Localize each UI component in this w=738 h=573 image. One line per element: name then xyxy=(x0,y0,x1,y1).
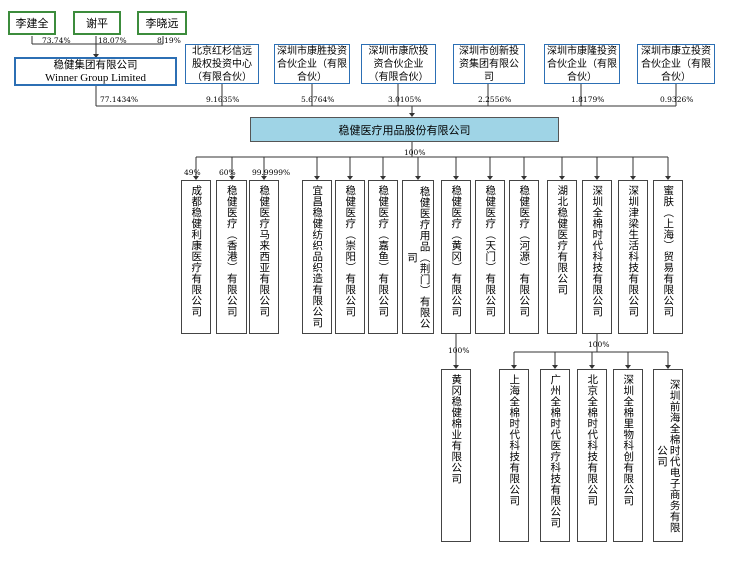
subsidiary-jingmen: 稳健医疗用品（荆门）有限公司 xyxy=(402,180,434,334)
main-company-name: 稳健医疗用品股份有限公司 xyxy=(338,123,471,137)
winner-group-box: 稳健集团有限公司 Winner Group Limited xyxy=(14,57,177,86)
subsidiary-hongkong: 稳健医疗（香港）有限公司 xyxy=(216,180,247,334)
subsidiary-quanmian: 深圳全棉时代科技有限公司 xyxy=(582,180,612,334)
shareholder-kangsheng: 深圳市康胜投资合伙企业（有限合伙） xyxy=(274,44,350,84)
pct-xie-ping: 18.07% xyxy=(98,36,127,45)
pct-hongkong: 60% xyxy=(219,168,236,177)
person-name: 李建全 xyxy=(15,17,49,30)
shareholder-hongshan: 北京红杉信远股权投资中心（有限合伙） xyxy=(185,44,259,84)
pct-winner-group: 77.1434% xyxy=(100,95,139,104)
pct-li-xiaoyuan: 8.19% xyxy=(157,36,181,45)
subsidiary-chongyang: 稳健医疗（崇阳）有限公司 xyxy=(335,180,365,334)
pct-chuangxin: 2.2556% xyxy=(478,95,512,104)
subsidiary-hubei: 湖北稳健医疗有限公司 xyxy=(547,180,577,334)
subsidiary-qianhai-ecommerce: 深圳前海全棉时代电子商务有限公司 xyxy=(653,369,683,542)
person-name: 谢平 xyxy=(86,17,108,30)
subsidiary-tianmen: 稳健医疗（天门）有限公司 xyxy=(475,180,505,334)
pct-huanggang-child: 100% xyxy=(448,346,470,355)
subsidiary-chengdu: 成都稳健利康医疗有限公司 xyxy=(181,180,211,334)
shareholder-kanglong: 深圳市康隆投资合伙企业（有限合伙） xyxy=(544,44,620,84)
pct-quanmian-children: 100% xyxy=(588,340,610,349)
person-li-jianquan: 李建全 xyxy=(8,11,56,35)
subsidiary-mifu: 蜜肤（上海）贸易有限公司 xyxy=(653,180,683,334)
subsidiary-huanggang: 稳健医疗（黄冈）有限公司 xyxy=(441,180,471,334)
winner-group-en: Winner Group Limited xyxy=(45,71,146,84)
pct-kangsheng: 5.6764% xyxy=(301,95,335,104)
pct-hongshan: 9.1635% xyxy=(206,95,240,104)
winner-group-cn: 稳健集团有限公司 xyxy=(53,58,138,71)
shareholder-kangxin: 深圳市康欣投资合伙企业（有限合伙） xyxy=(361,44,436,84)
main-company-box: 稳健医疗用品股份有限公司 xyxy=(250,117,559,142)
person-li-xiaoyuan: 李晓远 xyxy=(137,11,187,35)
subsidiary-malaysia: 稳健医疗马来西亚有限公司 xyxy=(249,180,279,334)
shareholder-chuangxin: 深圳市创新投资集团有限公司 xyxy=(453,44,525,84)
subsidiary-shanghai-quanmian: 上海全棉时代科技有限公司 xyxy=(499,369,529,542)
pct-malaysia: 99.9999% xyxy=(252,168,291,177)
subsidiary-beijing-quanmian: 北京全棉时代科技有限公司 xyxy=(577,369,607,542)
shareholder-kangli: 深圳市康立投资合伙企业（有限合伙） xyxy=(637,44,715,84)
pct-li-jianquan: 73.74% xyxy=(42,36,71,45)
pct-full-subsidiaries: 100% xyxy=(404,148,426,157)
subsidiary-heyuan: 稳健医疗（河源）有限公司 xyxy=(509,180,539,334)
subsidiary-jiayu: 稳健医疗（嘉鱼）有限公司 xyxy=(368,180,398,334)
person-xie-ping: 谢平 xyxy=(73,11,121,35)
pct-kanglong: 1.8179% xyxy=(571,95,605,104)
subsidiary-jinliang: 深圳津梁生活科技有限公司 xyxy=(618,180,648,334)
pct-kangli: 0.9326% xyxy=(660,95,694,104)
subsidiary-shenzhen-liwu: 深圳全棉里物科创有限公司 xyxy=(613,369,643,542)
pct-chengdu: 49% xyxy=(184,168,201,177)
subsidiary-yichang: 宜昌稳健纺织品织造有限公司 xyxy=(302,180,332,334)
subsidiary-huanggang-cotton: 黄冈稳健棉业有限公司 xyxy=(441,369,471,542)
pct-kangxin: 3.0105% xyxy=(388,95,422,104)
person-name: 李晓远 xyxy=(145,17,179,30)
subsidiary-guangzhou-quanmian: 广州全棉时代医疗科技有限公司 xyxy=(540,369,570,542)
